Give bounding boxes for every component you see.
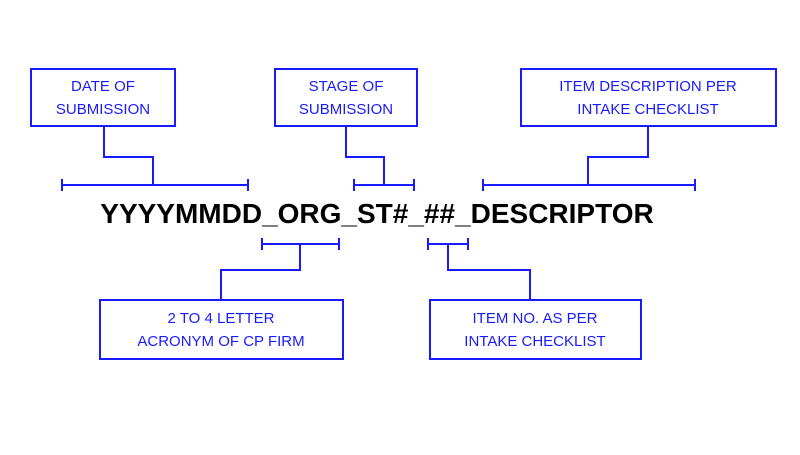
callout-line-2: INTAKE CHECKLIST	[577, 101, 718, 118]
callout-date-of-submission: DATE OF SUBMISSION	[30, 68, 249, 191]
callout-line-2: SUBMISSION	[299, 101, 393, 118]
callout-line-1: ITEM NO. AS PER	[472, 310, 597, 327]
callout-box	[520, 68, 777, 127]
callout-connector	[587, 126, 649, 185]
callout-connector	[345, 126, 385, 185]
callout-org-acronym: 2 TO 4 LETTER ACRONYM OF CP FIRM	[99, 238, 344, 360]
filename-pattern: YYYYMMDD_ORG_ST#_##_DESCRIPTOR	[100, 198, 653, 229]
callout-item-number: ITEM NO. AS PER INTAKE CHECKLIST	[427, 238, 642, 360]
callout-box	[99, 299, 344, 360]
callout-connector	[447, 244, 531, 300]
callout-line-2: INTAKE CHECKLIST	[464, 333, 605, 350]
callout-line-1: STAGE OF	[309, 78, 384, 95]
callout-connector	[220, 244, 301, 300]
callout-box	[30, 68, 176, 127]
callout-line-1: DATE OF	[71, 78, 135, 95]
callout-stage-of-submission: STAGE OF SUBMISSION	[274, 68, 418, 191]
callout-connector	[103, 126, 154, 185]
callout-line-2: SUBMISSION	[56, 101, 150, 118]
callout-line-1: 2 TO 4 LETTER	[168, 310, 275, 327]
callout-box	[429, 299, 642, 360]
callout-item-description: ITEM DESCRIPTION PER INTAKE CHECKLIST	[482, 68, 777, 191]
callout-box	[274, 68, 418, 127]
callout-line-1: ITEM DESCRIPTION PER	[559, 78, 737, 95]
callout-line-2: ACRONYM OF CP FIRM	[137, 333, 304, 350]
